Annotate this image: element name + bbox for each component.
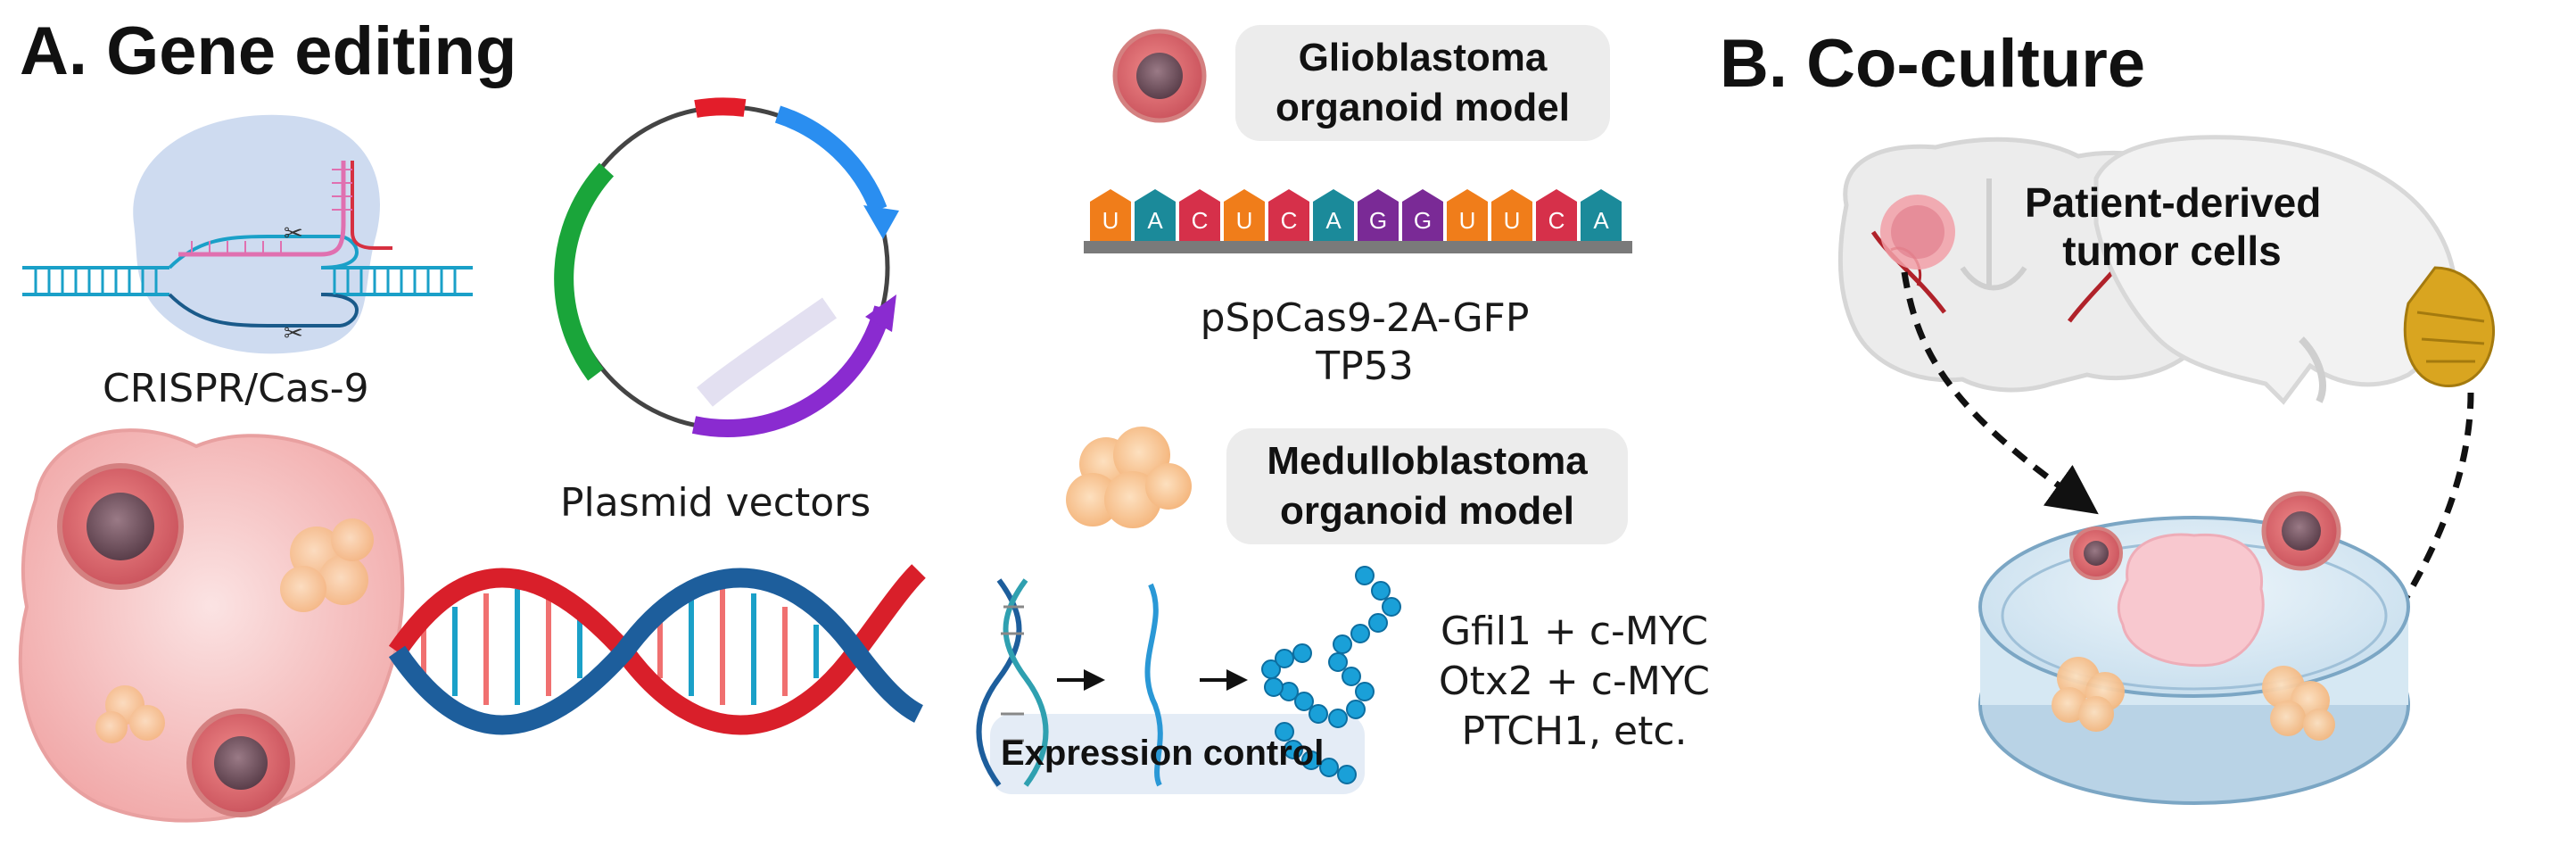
rna-base-letter: C (1192, 207, 1209, 234)
patient-cells-label: Patient-derived tumor cells (2025, 178, 2322, 275)
crispr-label: CRISPR/Cas-9 (103, 366, 369, 411)
rna-base-c: C (1268, 189, 1309, 241)
rna-base-u: U (1224, 189, 1265, 241)
construct-line1: pSpCas9-2A-GFP (1200, 295, 1530, 341)
rna-base-letter: U (1504, 207, 1521, 234)
rna-base-a: A (1313, 189, 1354, 241)
svg-text:✂: ✂ (284, 220, 303, 247)
construct-label: pSpCas9-2A-GFP TP53 (1186, 294, 1543, 391)
rna-base-c: C (1536, 189, 1577, 241)
target-item: Gfil1 + c-MYC (1440, 609, 1709, 654)
expression-control-illustration (976, 566, 1401, 794)
gene-targets-list: Gfil1 + c-MYC Otx2 + c-MYC PTCH1, etc. (1427, 607, 1721, 757)
rna-base-c: C (1179, 189, 1220, 241)
glioblastoma-line1: Glioblastoma (1298, 36, 1548, 79)
rna-base-a: A (1581, 189, 1622, 241)
brain-illustration (1837, 135, 2496, 405)
rna-base-letter: U (1236, 207, 1253, 234)
tumor-organoid-illustration (18, 428, 405, 823)
medulloblastoma-model-label: Medulloblastoma organoid model (1226, 428, 1628, 544)
plasmid-vector-illustration (554, 97, 899, 437)
rna-base-g: G (1358, 189, 1399, 241)
dna-helix-illustration (388, 564, 926, 735)
patient-cells-line2: tumor cells (2062, 228, 2282, 274)
rna-base-u: U (1447, 189, 1488, 241)
plasmid-label: Plasmid vectors (560, 480, 871, 526)
glioblastoma-model-label: Glioblastoma organoid model (1235, 25, 1610, 141)
rna-base-letter: G (1369, 207, 1387, 234)
patient-cells-line1: Patient-derived (2025, 179, 2322, 226)
medulloblastoma-line1: Medulloblastoma (1267, 439, 1588, 483)
target-item: PTCH1, etc. (1461, 709, 1688, 754)
rna-base-letter: A (1593, 207, 1609, 234)
rna-base-letter: U (1102, 207, 1119, 234)
glioblastoma-line2: organoid model (1276, 86, 1570, 129)
medulloblastoma-cell-icon (1066, 427, 1192, 528)
crispr-cas9-illustration: ✂ ✂ (22, 114, 473, 354)
petri-dish-illustration (1978, 491, 2410, 805)
construct-line2: TP53 (1316, 344, 1414, 389)
rna-base-letter: G (1414, 207, 1432, 234)
rna-base-letter: A (1147, 207, 1163, 234)
migration-arrows (1901, 271, 2474, 711)
target-item: Otx2 + c-MYC (1439, 659, 1710, 704)
rna-base-letter: A (1325, 207, 1342, 234)
rna-base-letter: U (1459, 207, 1476, 234)
rna-base-g: G (1402, 189, 1443, 241)
svg-text:✂: ✂ (284, 320, 303, 347)
rna-base-letter: C (1548, 207, 1565, 234)
rna-base-u: U (1491, 189, 1532, 241)
rna-base-letter: C (1281, 207, 1298, 234)
glioblastoma-cell-icon (1112, 29, 1207, 123)
rna-base-a: A (1135, 189, 1176, 241)
rna-base-u: U (1090, 189, 1131, 241)
panel-a-title: A. Gene editing (20, 13, 517, 89)
panel-b-title: B. Co-culture (1720, 26, 2146, 102)
expression-control-label: Expression control (1001, 734, 1325, 773)
medulloblastoma-line2: organoid model (1280, 489, 1574, 533)
